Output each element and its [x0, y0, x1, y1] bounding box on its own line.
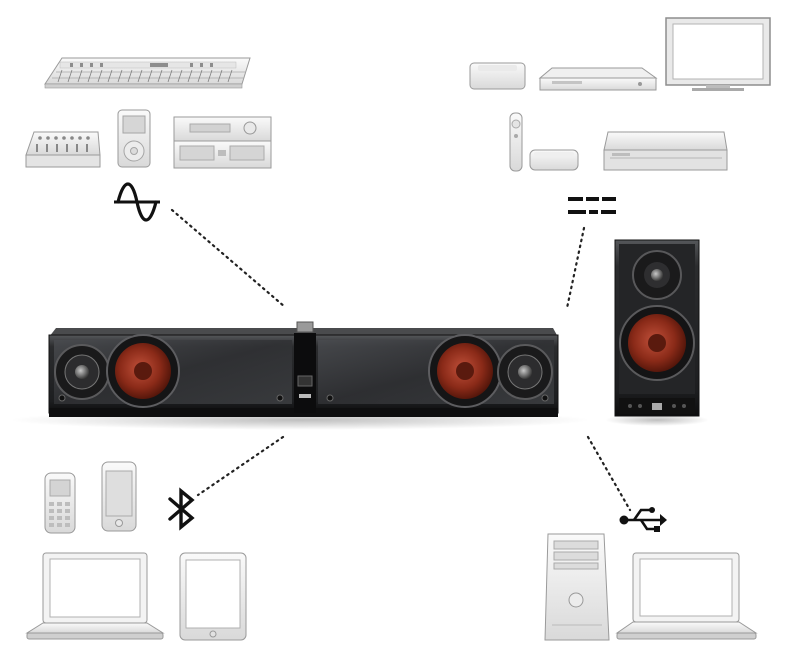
usb-connection-line — [588, 437, 630, 510]
blu-ray-player — [540, 68, 656, 90]
mac-mini — [530, 150, 578, 170]
apple-tv — [470, 63, 525, 89]
portable-music-player — [118, 110, 150, 167]
bluetooth-connection-line — [198, 437, 283, 495]
analog-connection-line — [172, 210, 285, 307]
tablet — [180, 553, 246, 640]
flat-tv — [666, 18, 770, 91]
soundbar-left-tweeter — [55, 345, 109, 399]
soundbar-right-woofer — [429, 335, 501, 407]
speaker-tweeter — [633, 251, 681, 299]
bluetooth-source-group — [27, 462, 246, 640]
analog-source-group — [26, 58, 271, 168]
smartphone — [102, 462, 136, 531]
remote-control — [510, 113, 522, 171]
mixing-desk — [26, 132, 100, 167]
optical-source-group — [470, 18, 770, 171]
usb-source-group — [545, 534, 756, 640]
laptop-bluetooth — [27, 553, 163, 639]
optical-digital-icon — [568, 197, 616, 214]
feature-phone — [45, 473, 75, 533]
bluetooth-icon — [170, 491, 192, 527]
laptop-usb — [617, 553, 756, 639]
hifi-stereo-system — [174, 117, 271, 168]
keyboard-synthesizer — [45, 58, 250, 88]
analog-sine-icon — [114, 184, 160, 220]
soundbar-right-tweeter — [498, 345, 552, 399]
desktop-tower-pc — [545, 534, 609, 640]
soundbar — [10, 322, 590, 430]
usb-icon — [620, 507, 668, 532]
wireless-bookshelf-speaker — [605, 240, 709, 426]
speaker-woofer — [620, 306, 694, 380]
game-console — [604, 132, 727, 170]
soundbar-left-woofer — [107, 335, 179, 407]
optical-connection-line — [567, 228, 584, 308]
